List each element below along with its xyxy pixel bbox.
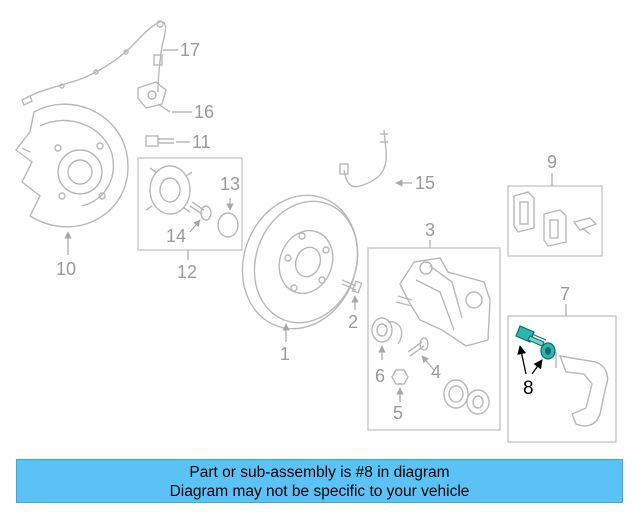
brake-hose[interactable] <box>339 129 388 188</box>
callout-11: 11 <box>192 132 211 152</box>
callout-7: 7 <box>560 284 570 304</box>
callout-15: 15 <box>415 173 435 193</box>
caliper-seal-ring[interactable] <box>371 317 403 345</box>
callout-6: 6 <box>375 366 385 386</box>
callout-16: 16 <box>194 102 214 122</box>
brake-disc[interactable] <box>224 179 376 345</box>
banner-line-2: Diagram may not be specific to your vehi… <box>169 483 470 500</box>
abs-sensor-cable[interactable] <box>21 20 167 106</box>
abs-sensor[interactable] <box>137 81 171 113</box>
caliper-bleeder[interactable] <box>407 337 429 357</box>
hub-assembly-box <box>137 157 243 251</box>
brake-pad-box <box>507 185 603 257</box>
parts-diagram: 17 16 10 11 13 14 <box>15 20 617 443</box>
caliper-assembly-box <box>367 247 501 431</box>
callout-12: 12 <box>177 262 197 282</box>
callout-17: 17 <box>180 40 200 60</box>
callout-2: 2 <box>348 312 358 332</box>
guide-pin-sleeve[interactable] <box>540 342 556 360</box>
info-banner: Part or sub-assembly is #8 in diagram Di… <box>16 459 623 503</box>
wheel-hub[interactable] <box>145 165 193 215</box>
callout-4: 4 <box>431 362 441 382</box>
disc-screw[interactable] <box>341 279 363 294</box>
callout-8: 8 <box>523 378 534 399</box>
callout-5: 5 <box>393 403 403 423</box>
dust-shield[interactable] <box>15 103 129 228</box>
brake-pads[interactable] <box>513 191 598 247</box>
hub-bolt[interactable] <box>145 135 174 147</box>
caliper-bracket-box <box>507 315 617 443</box>
caliper-piston-seal[interactable] <box>443 379 490 415</box>
callout-1: 1 <box>280 344 290 364</box>
caliper-nut[interactable] <box>391 369 409 385</box>
banner-line-1: Part or sub-assembly is #8 in diagram <box>189 464 450 481</box>
callout-9: 9 <box>547 152 557 172</box>
callout-14: 14 <box>166 226 186 246</box>
callout-3: 3 <box>425 220 435 240</box>
hub-bolt-14[interactable] <box>189 201 212 221</box>
cap-13[interactable] <box>217 212 239 238</box>
callout-13: 13 <box>220 174 240 194</box>
guide-pin-bolt[interactable] <box>515 325 547 347</box>
caliper-bracket[interactable] <box>555 352 609 427</box>
brake-caliper[interactable] <box>395 257 491 347</box>
callout-10: 10 <box>56 259 76 279</box>
